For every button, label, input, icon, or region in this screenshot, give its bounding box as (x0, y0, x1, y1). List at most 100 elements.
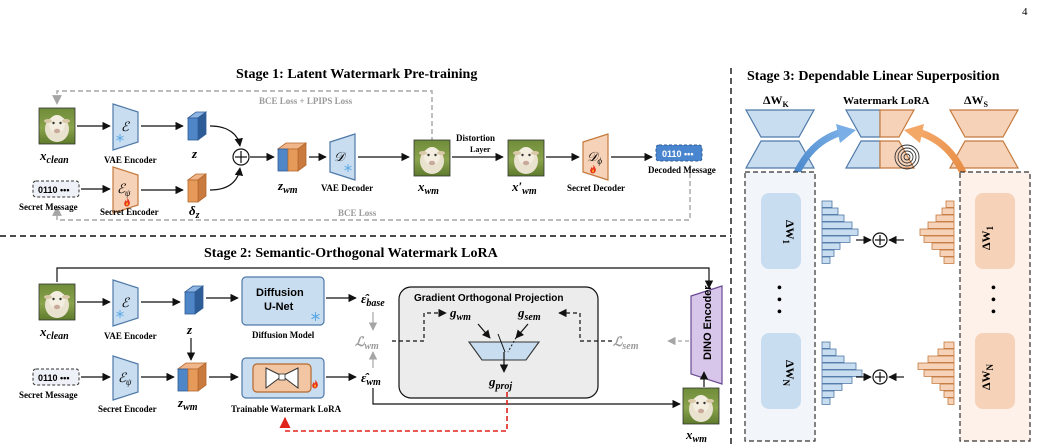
stage3-left-bottom-hist-bar (821, 341, 831, 349)
bce-lpips-loss-label: BCE Loss + LPIPS Loss (259, 96, 353, 106)
stage3-right-bottom-hist-bar (939, 383, 955, 391)
gradient-projection-title: Gradient Orthogonal Projection (414, 293, 563, 304)
stage2-diffusion-model-label: Diffusion Model (252, 330, 315, 340)
stage3-left-bottom-hist-bar (821, 355, 845, 363)
stage3-left-top-hist-bar (821, 200, 833, 208)
stage1-vae-decoder: 𝒟 (329, 133, 356, 181)
stage3-right-bottom-hist-bar (931, 376, 955, 384)
projection-plane-icon (467, 333, 541, 373)
fingerprint-icon (894, 144, 920, 170)
svg-text:ℰψ: ℰψ (117, 181, 131, 198)
svg-text:•: • (991, 293, 996, 308)
stage3-delta-w1-right: ΔW1 (975, 193, 1015, 269)
stage3-delta-ws-label: ΔWS (964, 93, 989, 109)
s1-curve-z-plus (209, 125, 243, 147)
stage1-secret-decoder: 𝒟ϕ (582, 133, 609, 181)
stage3-watermark-lora-block (844, 109, 916, 169)
stage2-secret-message-box: 0110 ••• (32, 368, 80, 386)
stage3-left-bottom-hist-bar (821, 362, 857, 370)
stage1-z-label: z (191, 146, 198, 161)
svg-text:ΔW1: ΔW1 (781, 220, 797, 245)
stage1-x-clean-label: xclean (39, 148, 69, 166)
stage3-watermark-lora-label: Watermark LoRA (843, 95, 930, 107)
stage3-title: Stage 3: Dependable Linear Superposition (747, 69, 1000, 84)
stage3-left-top-hist-bar (821, 228, 859, 236)
stage3-left-bottom-hist-bar (821, 383, 843, 391)
stage3-left-top-hist-bar (821, 207, 839, 215)
stage3-right-bottom-hist-bar (947, 397, 955, 405)
svg-text:𝒟: 𝒟 (334, 149, 347, 164)
stage3-histograms (821, 200, 955, 405)
stage3-right-bottom-hist-bar (917, 362, 955, 370)
stage1-watermarked-image (413, 139, 451, 177)
svg-text:0110 •••: 0110 ••• (662, 149, 693, 159)
s2-gproj-feedback-path (279, 392, 508, 432)
stage1-x-wm-prime-label: x′wm (511, 179, 537, 197)
bce-loss-label: BCE Loss (338, 208, 377, 218)
stage1-vae-decoder-label: VAE Decoder (321, 183, 373, 193)
stage2-g-sem-label: gsem (517, 305, 541, 323)
stage3-delta-wk-label: ΔWK (763, 93, 790, 109)
svg-text:0110 •••: 0110 ••• (38, 185, 69, 195)
svg-text:0110 •••: 0110 ••• (38, 373, 69, 383)
svg-text:Diffusion: Diffusion (256, 287, 304, 299)
svg-text:U-Net: U-Net (264, 301, 294, 313)
stage3-left-top-hist-bar (821, 256, 831, 264)
stage3-dots-left: • • • (777, 281, 782, 320)
stage2-diffusion-unet: Diffusion U-Net (241, 276, 325, 326)
stage2-z-wm-latent (176, 362, 208, 392)
stage3-delta-wn-right: ΔWN (975, 333, 1015, 409)
stage2-g-proj-label: gproj (488, 374, 512, 392)
stage1-distorted-image (507, 139, 545, 177)
svg-text:ℰ: ℰ (121, 119, 130, 134)
stage3-right-top-hist-bar (943, 256, 955, 264)
stage1-secret-encoder-label: Secret Encoder (100, 207, 159, 217)
bce-lpips-loss-path (52, 90, 437, 151)
stage3-plus-operator-2 (872, 369, 888, 385)
stage2-x-clean-label: xclean (39, 324, 69, 342)
s2-lwm-to-gwm-path (392, 308, 447, 342)
stage3-right-top-hist-bar (919, 228, 955, 236)
svg-text:DINO Encoder: DINO Encoder (702, 285, 714, 360)
stage3-left-bottom-hist-bar (821, 369, 863, 377)
stage1-secret-encoder: ℰψ (112, 166, 139, 214)
stage2-trainable-lora (241, 357, 325, 399)
stage1-vae-encoder-label: VAE Encoder (104, 155, 157, 165)
stage2-dino-encoder: DINO Encoder (690, 285, 723, 385)
svg-text:•: • (777, 305, 782, 320)
stage3-right-bottom-hist-bar (937, 348, 955, 356)
stage1-distortion-label-1: Distortion (456, 133, 495, 143)
stage3-right-top-hist-bar (927, 221, 955, 229)
stage3-delta-wn-left: ΔWN (761, 333, 801, 409)
stage3-left-top-hist-bar (821, 221, 853, 229)
stage2-eps-wm-label: ε̂wm (361, 370, 381, 388)
stage1-decoded-message-box: 0110 ••• (655, 144, 703, 162)
svg-text:•: • (991, 305, 996, 320)
stage2-secret-message-label: Secret Message (19, 390, 78, 400)
stage1-secret-message-box: 0110 ••• (32, 180, 80, 198)
stage2-trainable-lora-label: Trainable Watermark LoRA (231, 404, 342, 414)
stage2-vae-encoder-label: VAE Encoder (104, 331, 157, 341)
stage3-left-bottom-hist-bar (821, 348, 837, 356)
page-number: 4 (1022, 6, 1028, 18)
bce-loss-path (52, 165, 691, 221)
stage3-left-bottom-hist-bar (821, 397, 831, 405)
stage3-delta-ws-block (948, 109, 1020, 169)
stage2-vae-encoder: ℰ (112, 279, 139, 327)
stage1-delta-z-label: δz (189, 203, 200, 221)
stage1-z-wm-latent (276, 142, 308, 172)
stage3-right-bottom-hist-bar (927, 355, 955, 363)
stage2-z-wm-label: zwm (177, 395, 198, 413)
stage1-z-latent (186, 111, 208, 141)
s2-epswm-to-xwm-path (372, 388, 681, 409)
stage1-x-wm-label: xwm (417, 179, 439, 197)
stage3-right-bottom-hist-bar (923, 369, 955, 377)
stage3-delta-w1-left: ΔW1 (761, 193, 801, 269)
stage3-plus-operator-1 (872, 232, 888, 248)
stage1-secret-decoder-label: Secret Decoder (567, 183, 625, 193)
stage3-orange-merge-arrowhead (904, 124, 924, 143)
stage3-right-bottom-hist-bar (943, 341, 955, 349)
stage3-right-top-hist-bar (939, 249, 955, 257)
stage1-delta-z-latent (186, 173, 208, 203)
